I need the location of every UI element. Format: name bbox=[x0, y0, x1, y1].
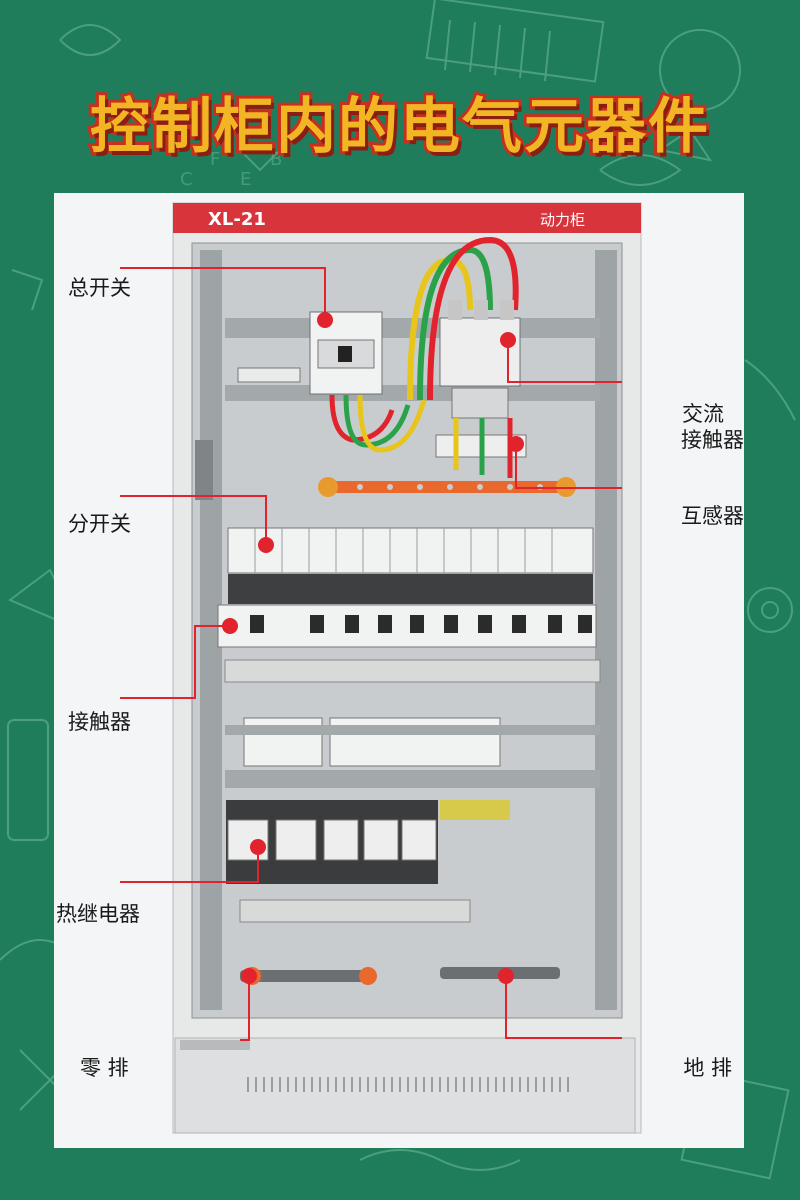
callout-contactor bbox=[120, 625, 230, 699]
callout-branch-switch bbox=[120, 495, 267, 545]
main-switch-breaker bbox=[309, 311, 383, 395]
label-branch-switch: 分开关 bbox=[68, 512, 131, 536]
thermal-relay-row bbox=[226, 800, 510, 884]
label-ac-contactor-line2: 接触器 bbox=[681, 428, 744, 452]
callout-transformer bbox=[515, 444, 622, 489]
label-ac-contactor-line1: 交流 bbox=[682, 402, 724, 426]
callout-thermal-relay bbox=[120, 847, 259, 883]
label-contactor: 接触器 bbox=[68, 710, 131, 734]
callout-lines bbox=[120, 267, 622, 1041]
neutral-bar bbox=[240, 967, 377, 985]
label-ground-bar: 地 排 bbox=[683, 1056, 732, 1080]
label-main-switch: 总开关 bbox=[68, 276, 131, 300]
callout-main-switch bbox=[120, 267, 326, 320]
callout-neutral-bar bbox=[240, 976, 250, 1041]
label-neutral-bar: 零 排 bbox=[80, 1056, 129, 1080]
contactor-row bbox=[217, 604, 597, 648]
cabinet-type: 动力柜 bbox=[540, 211, 585, 229]
cabinet-header bbox=[173, 203, 641, 233]
callout-ac-contactor bbox=[507, 340, 622, 383]
middle-breakers bbox=[225, 717, 600, 767]
label-current-transformer: 互感器 bbox=[681, 504, 744, 528]
callout-ground-bar bbox=[505, 976, 622, 1039]
callout-dots bbox=[222, 312, 524, 984]
branch-switch-row bbox=[227, 527, 594, 574]
label-thermal-relay: 热继电器 bbox=[56, 902, 140, 926]
cabinet-model: XL-21 bbox=[208, 209, 266, 230]
page-title: 控制柜内的电气元器件 bbox=[87, 89, 711, 165]
